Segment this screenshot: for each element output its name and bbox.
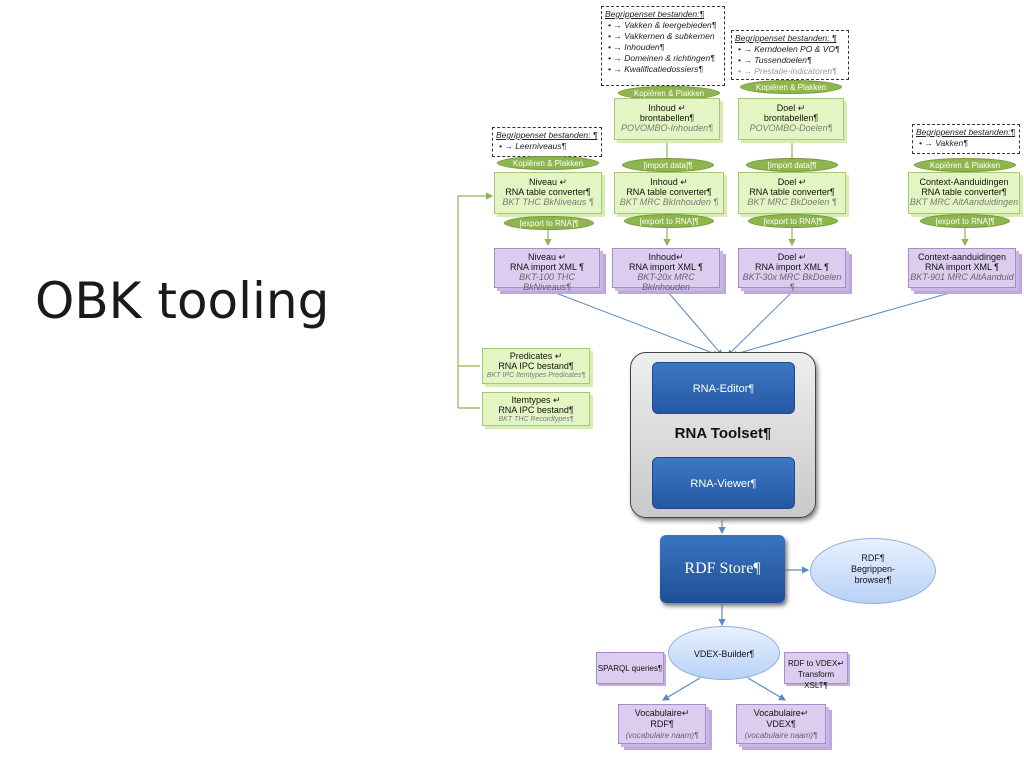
sparql-queries-box: SPARQL queries¶ [596, 652, 664, 684]
box-line: VDEX¶ [766, 719, 796, 729]
box-line: BKT-901 MRC AltAanduid [910, 272, 1014, 282]
box-line: Vocabulaire↵ [753, 708, 809, 718]
box-line: Inhoud ↵ [648, 103, 686, 113]
export-to-rna-pill: [export to RNA]¶ [504, 216, 594, 230]
doel-import-xml-box: Doel ↵ RNA import XML ¶ BKT-30x MRC BkDo… [738, 248, 846, 292]
niveau-converter-box: Niveau ↵ RNA table converter¶ BKT THC Bk… [494, 172, 602, 214]
note-heading: Begrippenset bestanden: ¶ [735, 33, 837, 43]
box-line: Doel ↵ [777, 177, 807, 187]
note-item: • → Inhouden¶ [608, 42, 665, 52]
box-line: Itemtypes ↵ [511, 395, 561, 405]
box-line: Niveau ↵ [527, 252, 567, 262]
box-line: RNA import XML ¶ [628, 262, 704, 272]
box-line: Inhoud ↵ [650, 177, 688, 187]
box-line: RNA IPC bestand¶ [498, 361, 574, 371]
note-item: • → Prestatie-indicatoren¶ [738, 66, 837, 76]
import-data-pill: [import data]¶ [746, 158, 838, 172]
inhoud-brontabellen-box: Inhoud ↵ brontabellen¶ POVOMBO-Inhouden¶ [614, 98, 720, 140]
box-line: Doel ↵ [777, 252, 807, 262]
box-line: POVOMBO-Doelen¶ [749, 123, 833, 133]
box-line: RDF¶ [650, 719, 674, 729]
box-line: Context-aanduidingen [917, 252, 1007, 262]
note-niveaus: Begrippenset bestanden: ¶ • → Leerniveau… [492, 127, 602, 157]
niveau-import-xml-box: Niveau ↵ RNA import XML ¶ BKT-100 THC Bk… [494, 248, 600, 292]
rna-toolset-label: RNA Toolset¶ [674, 425, 772, 442]
note-item: • → Vakkernen & subkernen [608, 31, 715, 41]
doel-brontabellen-box: Doel ↵ brontabellen¶ POVOMBO-Doelen¶ [738, 98, 844, 140]
box-line: BKT MRC AltAanduidingen [909, 197, 1019, 207]
copy-paste-pill: Kopiëren & Plakken [740, 80, 842, 94]
note-item: • → Tussendoelen¶ [738, 55, 812, 65]
note-heading: Begrippenset bestanden:¶ [605, 9, 705, 19]
box-line: (vocabulaire naam)¶ [744, 731, 818, 740]
xslt-transform-box: RDF to VDEX↵ Transform XSLT¶ [784, 652, 848, 690]
note-item: • → Kwalificatiedossiers¶ [608, 64, 703, 74]
export-to-rna-pill: [export to RNA]¶ [624, 214, 714, 228]
note-kerndoelen: Begrippenset bestanden: ¶ • → Kerndoelen… [731, 30, 849, 80]
box-line: Inhoud↵ [648, 252, 684, 262]
box-line: BKT-20x MRC BkInhouden [637, 272, 695, 292]
box-line: POVOMBO-Inhouden¶ [621, 123, 713, 133]
rna-viewer-block: RNA-Viewer¶ [652, 457, 795, 509]
doel-converter-box: Doel ↵ RNA table converter¶ BKT MRC BkDo… [738, 172, 846, 214]
note-item: • → Vakken & leergebieden¶ [608, 20, 717, 30]
box-line: Transform XSLT¶ [797, 670, 835, 690]
box-line: BKT MRC BkDoelen ¶ [747, 197, 837, 207]
box-line: (vocabulaire naam)¶ [625, 731, 699, 740]
import-data-pill: [import data]¶ [622, 158, 714, 172]
rdf-browser-ellipse: RDF¶ Begrippen- browser¶ [810, 538, 936, 604]
vocabulaire-rdf-box: Vocabulaire↵ RDF¶ (vocabulaire naam)¶ [618, 704, 706, 744]
box-line: Predicates ↵ [509, 351, 563, 361]
box-line: RNA table converter¶ [505, 187, 591, 197]
note-heading: Begrippenset bestanden: ¶ [496, 130, 598, 140]
context-import-xml-box: Context-aanduidingen RNA import XML ¶ BK… [908, 248, 1016, 288]
box-line: Doel ↵ [776, 103, 806, 113]
vdex-builder-ellipse: VDEX-Builder¶ [668, 626, 780, 680]
inhoud-converter-box: Inhoud ↵ RNA table converter¶ BKT MRC Bk… [614, 172, 724, 214]
ellipse-line: Begrippen- [850, 564, 896, 574]
box-line: RNA table converter¶ [921, 187, 1007, 197]
box-line: Niveau ↵ [528, 177, 568, 187]
note-item: • → Domeinen & richtingen¶ [608, 53, 715, 63]
box-line: RNA import XML ¶ [754, 262, 830, 272]
rdf-store-block: RDF Store¶ [660, 535, 785, 603]
note-item: • → Leerniveaus¶ [499, 141, 567, 151]
box-line: BKT THC Recordtypes¶ [498, 416, 574, 423]
box-line: BKT-30x MRC BkDoelen ¶ [742, 272, 842, 292]
slide-title: OBK tooling [35, 272, 330, 330]
note-vakken: Begrippenset bestanden:¶ • → Vakken & le… [601, 6, 725, 86]
rna-editor-block: RNA-Editor¶ [652, 362, 795, 414]
box-line: RDF to VDEX↵ [787, 659, 845, 668]
note-item: • → Vakken¶ [919, 138, 968, 148]
context-converter-box: Context-Aanduidingen RNA table converter… [908, 172, 1020, 214]
predicates-ipc-box: Predicates ↵ RNA IPC bestand¶ BKT IPC It… [482, 348, 590, 384]
note-context: Begrippenset bestanden:¶ • → Vakken¶ [912, 124, 1020, 154]
box-line: brontabellen¶ [639, 113, 695, 123]
itemtypes-ipc-box: Itemtypes ↵ RNA IPC bestand¶ BKT THC Rec… [482, 392, 590, 426]
note-heading: Begrippenset bestanden:¶ [916, 127, 1016, 137]
ellipse-line: RDF¶ [861, 553, 885, 563]
export-to-rna-pill: [export to RNA]¶ [748, 214, 838, 228]
note-item: • → Kerndoelen PO & VO¶ [738, 44, 840, 54]
box-line: RNA table converter¶ [749, 187, 835, 197]
export-to-rna-pill: [export to RNA]¶ [920, 214, 1010, 228]
box-line: Context-Aanduidingen [919, 177, 1009, 187]
box-line: RNA table converter¶ [626, 187, 712, 197]
box-line: BKT MRC BkInhouden ¶ [619, 197, 719, 207]
box-line: BKT IPC Itemtypes Predicates¶ [486, 372, 586, 379]
box-line: Vocabulaire↵ [634, 708, 690, 718]
ellipse-line: browser¶ [854, 575, 892, 585]
box-line: brontabellen¶ [763, 113, 819, 123]
box-line: RNA import XML ¶ [509, 262, 585, 272]
box-line: BKT-100 THC BkNiveaus¶ [519, 272, 575, 292]
box-line: RNA import XML ¶ [924, 262, 1000, 272]
inhoud-import-xml-box: Inhoud↵ RNA import XML ¶ BKT-20x MRC BkI… [612, 248, 720, 292]
copy-paste-pill: Kopiëren & Plakken [914, 158, 1016, 172]
vocabulaire-vdex-box: Vocabulaire↵ VDEX¶ (vocabulaire naam)¶ [736, 704, 826, 744]
box-line: RNA IPC bestand¶ [498, 405, 574, 415]
box-line: BKT THC BkNiveaus ¶ [502, 197, 594, 207]
copy-paste-pill: Kopiëren & Plakken [497, 156, 599, 170]
